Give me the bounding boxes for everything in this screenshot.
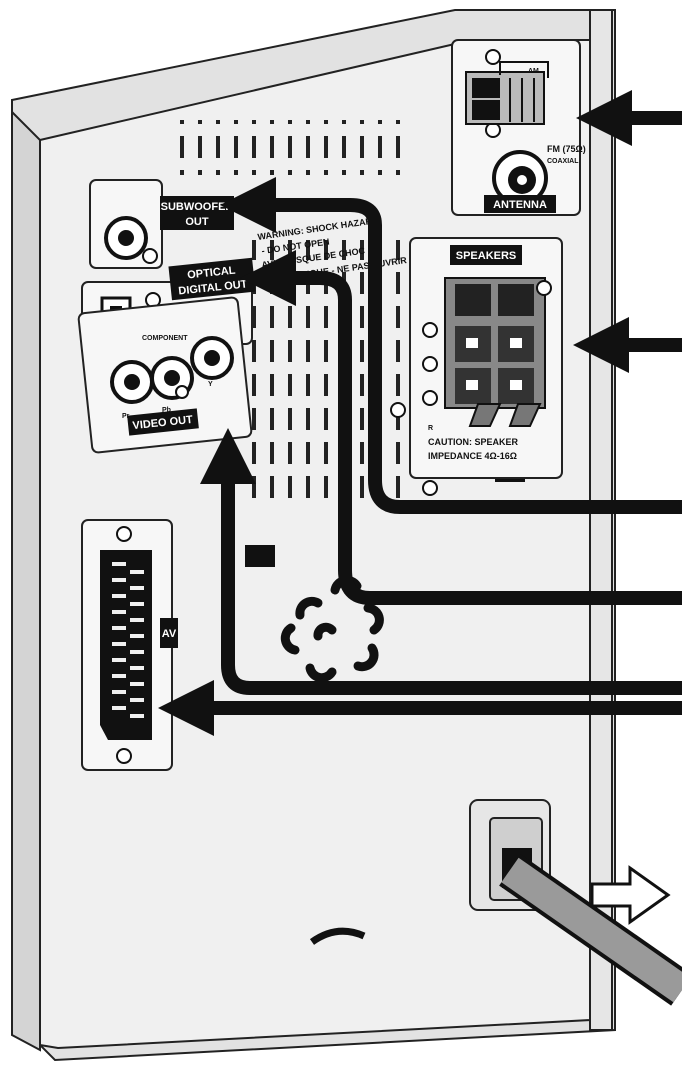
av-scart-connector — [81, 519, 173, 771]
cable-subwoofer — [220, 177, 682, 514]
optical-digital-out-label: OPTICAL DIGITAL OUT — [168, 257, 256, 301]
fm-label-line1: FM (75Ω) — [547, 144, 586, 154]
av-label: AV — [160, 618, 178, 648]
subwoofer-out-label-line1: SUBWOOFER — [161, 201, 234, 213]
component-video-out-jacks: COMPONENT Pr Pb Y — [77, 296, 253, 454]
speaker-r-label: R — [428, 425, 433, 432]
optical-label-line1: OPTICAL — [187, 265, 237, 282]
cooling-fan-vent — [280, 575, 384, 683]
ventilation-grille — [180, 120, 410, 500]
speakers-label-text: SPEAKERS — [456, 250, 517, 262]
component-label: COMPONENT — [142, 335, 188, 342]
antenna-label-text: ANTENNA — [493, 199, 547, 211]
connection-cables — [158, 90, 682, 736]
antenna-label: ANTENNA — [484, 195, 556, 213]
subwoofer-out-label-line2: OUT — [185, 216, 209, 228]
panel-slot-left — [245, 545, 275, 567]
subwoofer-out-jack — [89, 179, 163, 269]
power-cord — [499, 854, 682, 1006]
pb-label: Pb — [162, 407, 171, 414]
caution-line1: CAUTION: SPEAKER — [428, 437, 519, 447]
speaker-terminals: R CAUTION: SPEAKER IMPEDANCE 4Ω-16Ω — [390, 237, 563, 496]
cable-video-out — [200, 428, 682, 695]
unit-side-edge — [11, 109, 41, 1052]
subwoofer-out-label: SUBWOOFER OUT — [160, 196, 234, 230]
unit-right-edge — [589, 9, 613, 1031]
power-cord-arrow — [590, 865, 671, 925]
caution-line2: IMPEDANCE 4Ω-16Ω — [428, 451, 517, 461]
am-label: AM — [528, 68, 539, 75]
cable-optical — [240, 250, 682, 605]
y-label: Y — [208, 381, 213, 388]
video-out-label: VIDEO OUT — [127, 408, 199, 436]
fm-label-line2: COAXIAL — [547, 158, 579, 165]
av-label-text: AV — [162, 628, 177, 640]
bottom-slot — [309, 927, 366, 945]
pr-label: Pr — [122, 413, 130, 420]
speakers-label: SPEAKERS — [450, 245, 522, 265]
antenna-terminals: AM FM (75Ω) COAXIAL — [451, 39, 586, 216]
